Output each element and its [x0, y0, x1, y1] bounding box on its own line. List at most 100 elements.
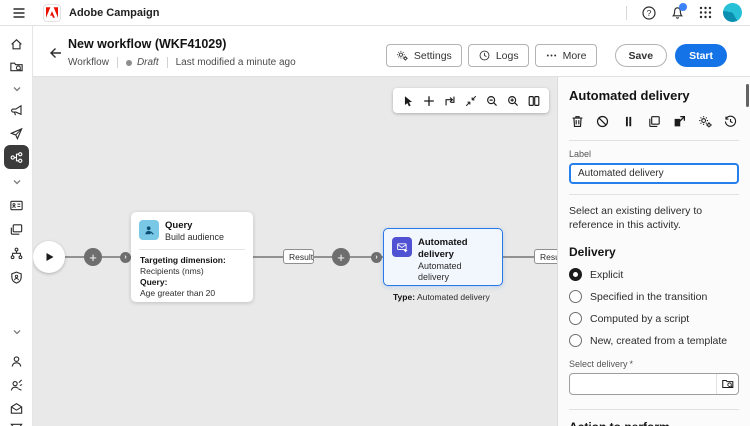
hamburger-icon[interactable]: [9, 3, 29, 23]
start-button[interactable]: Start: [675, 44, 727, 67]
add-activity-icon[interactable]: [420, 92, 438, 110]
app-title: Adobe Campaign: [69, 6, 160, 19]
query-node[interactable]: Query Build audience Targeting dimension…: [131, 212, 253, 302]
card-divider: [139, 249, 245, 250]
radio-button-selected[interactable]: [569, 268, 582, 281]
label-field-label: Label: [569, 149, 592, 159]
transition-result-label[interactable]: Result: [534, 249, 557, 264]
delivery-node-title: Automated delivery: [418, 237, 468, 260]
radio-computed-by-script[interactable]: Computed by a script: [569, 312, 739, 325]
bell-icon[interactable]: [667, 2, 687, 23]
query-field1-label: Targeting dimension:: [140, 255, 226, 265]
hierarchy-icon[interactable]: [4, 242, 29, 264]
label-input[interactable]: [569, 163, 739, 184]
help-icon[interactable]: ?: [639, 3, 659, 23]
radio-specified-in-transition[interactable]: Specified in the transition: [569, 290, 739, 303]
status-dot: [125, 59, 132, 66]
settings-button[interactable]: Settings: [385, 44, 462, 67]
back-button[interactable]: [46, 44, 64, 62]
more-label: More: [562, 49, 587, 62]
zoom-out-icon[interactable]: [483, 92, 501, 110]
add-node-button[interactable]: +: [332, 248, 350, 266]
automated-delivery-node-selected[interactable]: Automated delivery Automated delivery Ty…: [383, 228, 503, 302]
radio-new-from-template[interactable]: New, created from a template: [569, 334, 739, 347]
breadcrumb: Workflow Draft Last modified a minute ag…: [68, 57, 296, 68]
page-title: New workflow (WKF41029): [68, 37, 227, 51]
radio-button[interactable]: [569, 312, 582, 325]
left-rail: [0, 26, 33, 426]
pointer-tool-icon[interactable]: [399, 92, 417, 110]
settings-gears-icon[interactable]: [697, 113, 714, 130]
apps-grid-icon[interactable]: [695, 3, 715, 23]
radio-label: New, created from a template: [590, 334, 728, 347]
radio-button[interactable]: [569, 290, 582, 303]
shield-user-icon[interactable]: [4, 266, 29, 288]
avatar[interactable]: [723, 3, 742, 22]
top-bar: Adobe Campaign ?: [0, 0, 750, 26]
select-delivery-input[interactable]: [570, 374, 716, 394]
transition-result-label[interactable]: Result: [283, 249, 314, 264]
panel-title: Automated delivery: [569, 88, 690, 103]
adobe-logo[interactable]: [43, 3, 61, 22]
delivery-section-heading: Delivery: [569, 245, 616, 259]
query-field1-value: Recipients (nms): [140, 266, 204, 276]
workflow-icon-selected[interactable]: [4, 145, 29, 169]
workflow-canvas[interactable]: + › Query Build audience Targeting dimen…: [33, 77, 557, 426]
panel-toolbar: [569, 113, 739, 130]
reorganize-icon[interactable]: [441, 92, 459, 110]
more-button[interactable]: More: [534, 44, 597, 67]
radio-button[interactable]: [569, 334, 582, 347]
paper-plane-icon[interactable]: [4, 122, 29, 144]
query-node-subtitle: Build audience: [165, 232, 225, 242]
page-header: New workflow (WKF41029) Workflow Draft L…: [33, 26, 750, 77]
home-icon[interactable]: [4, 33, 29, 55]
logs-button[interactable]: Logs: [467, 44, 529, 67]
delivery-type-label: Type:: [393, 292, 416, 302]
pause-icon[interactable]: [620, 113, 637, 130]
save-button[interactable]: Save: [614, 44, 668, 67]
radio-label: Computed by a script: [590, 312, 690, 325]
mail-open-icon[interactable]: [4, 397, 29, 419]
notification-dot: [679, 2, 687, 11]
panel-description: Select an existing delivery to reference…: [569, 205, 703, 231]
status-badge: Draft: [136, 57, 159, 68]
transition-anchor[interactable]: ›: [371, 251, 382, 263]
panel-scrollbar[interactable]: [746, 84, 749, 107]
history-icon[interactable]: [722, 113, 739, 130]
radio-label: Explicit: [590, 268, 624, 281]
meta-divider: [166, 57, 168, 68]
add-node-button[interactable]: +: [84, 248, 102, 266]
minimap-icon[interactable]: [525, 92, 543, 110]
radio-explicit[interactable]: Explicit: [569, 268, 739, 281]
object-type-label: Workflow: [68, 57, 109, 68]
fit-view-icon[interactable]: [462, 92, 480, 110]
duplicate-icon[interactable]: [646, 113, 663, 130]
transition-anchor[interactable]: ›: [120, 251, 131, 263]
svg-text:?: ?: [647, 8, 652, 18]
automated-delivery-icon: [392, 237, 412, 257]
more-dots-icon: [545, 49, 558, 62]
activity-properties-panel: Automated delivery Label Select an exist…: [557, 77, 750, 426]
funnel-icon[interactable]: [4, 417, 29, 426]
user-icon[interactable]: [4, 350, 29, 372]
chevron-down-icon[interactable]: [4, 321, 29, 343]
cards-stack-icon[interactable]: [4, 218, 29, 240]
browse-delivery-icon[interactable]: [716, 374, 738, 394]
radio-label: Specified in the transition: [590, 290, 708, 303]
id-card-icon[interactable]: [4, 194, 29, 216]
folder-search-icon[interactable]: [4, 55, 29, 77]
delivery-type-value: Automated delivery: [416, 292, 490, 302]
select-delivery-label-text: Select delivery: [569, 359, 628, 369]
megaphone-icon[interactable]: [4, 99, 29, 121]
start-node[interactable]: [33, 241, 65, 273]
open-in-new-icon[interactable]: [671, 113, 688, 130]
chevron-down-icon[interactable]: [4, 78, 29, 100]
zoom-in-icon[interactable]: [504, 92, 522, 110]
canvas-toolbar: [393, 88, 549, 113]
user-activity-icon[interactable]: [4, 374, 29, 396]
delete-icon[interactable]: [569, 113, 586, 130]
disable-icon[interactable]: [595, 113, 612, 130]
query-field2-value: Age greater than 20: [140, 288, 216, 298]
chevron-down-icon[interactable]: [4, 171, 29, 193]
